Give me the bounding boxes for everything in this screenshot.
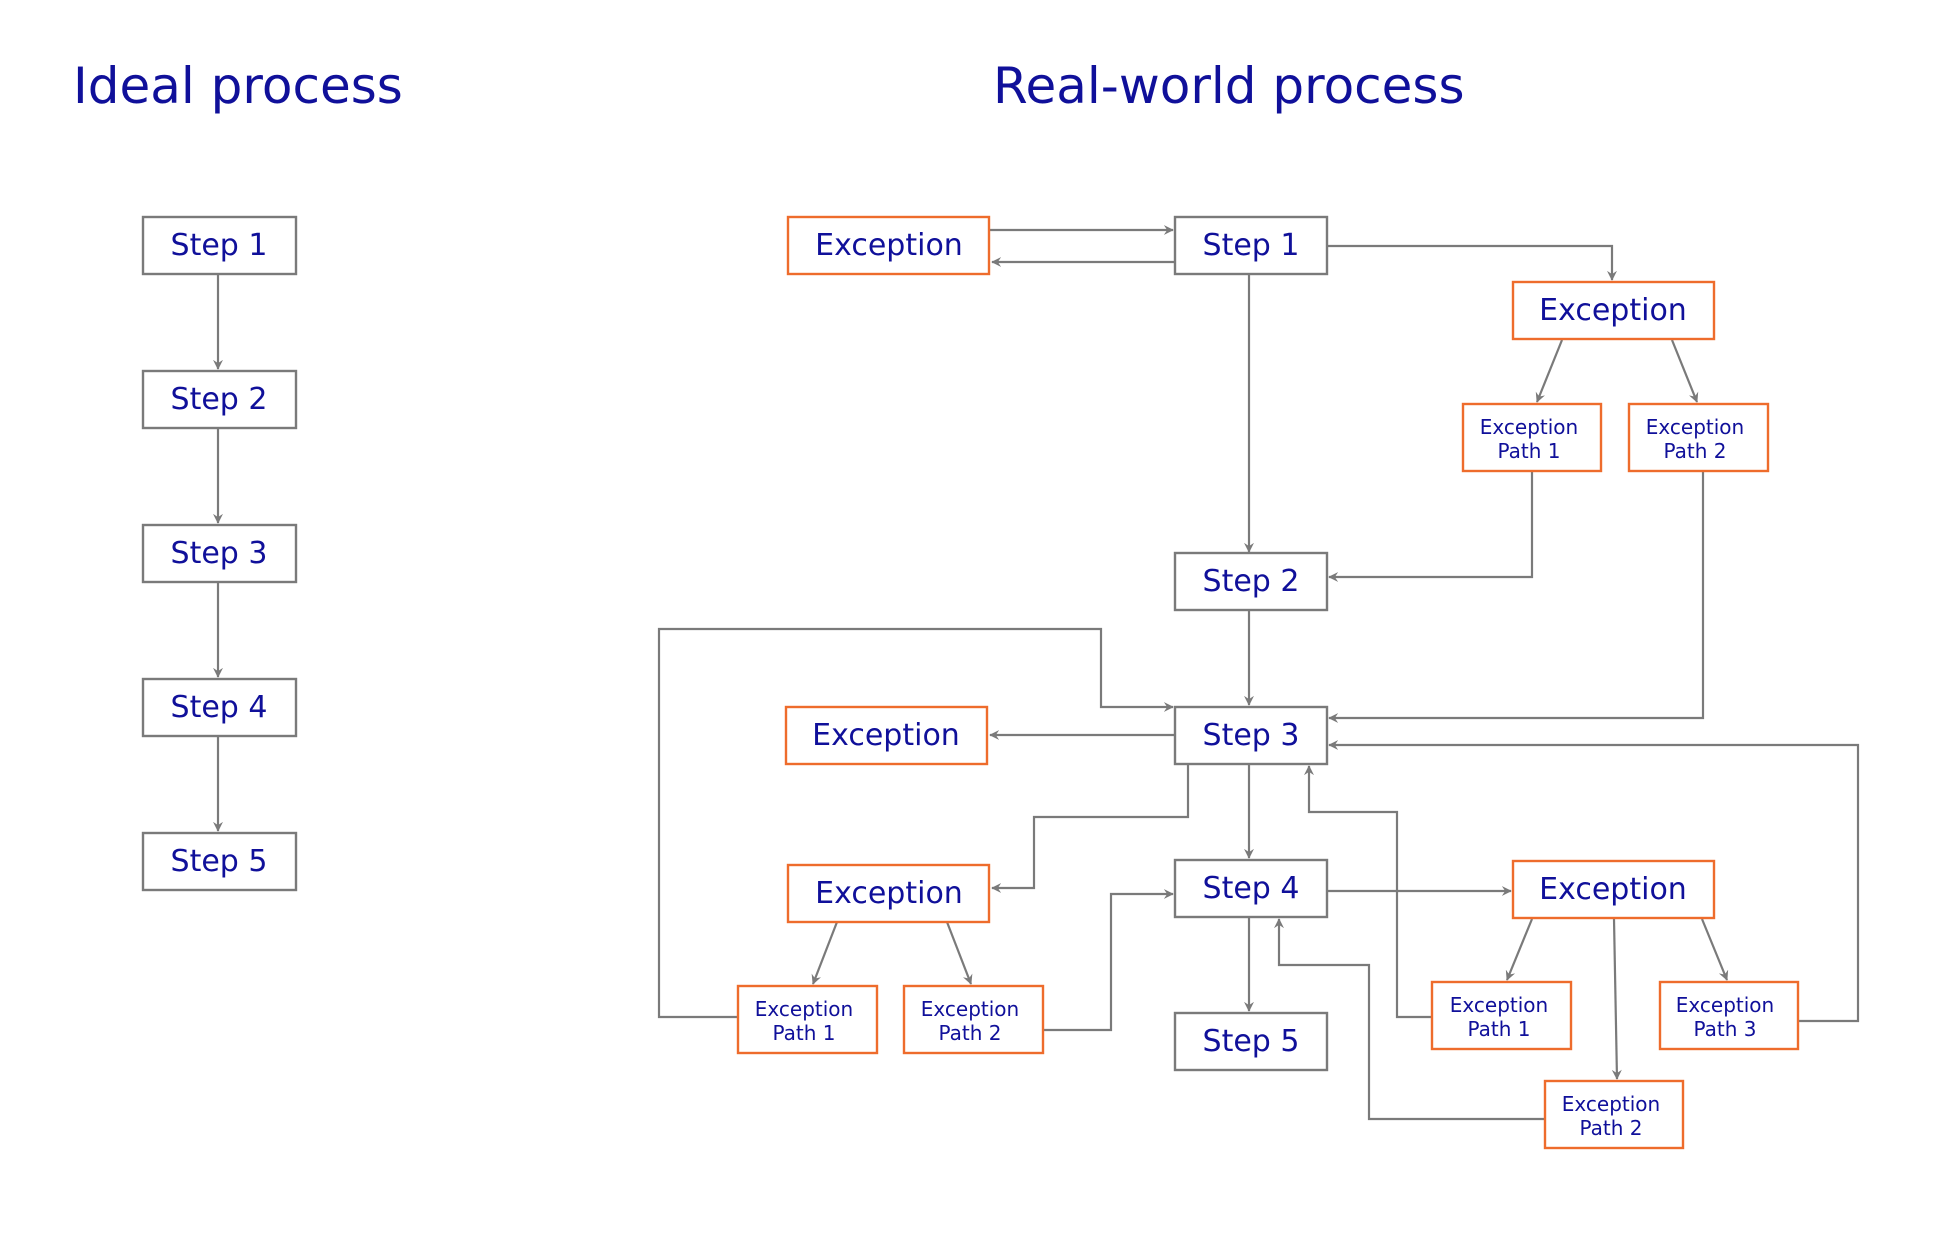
exception-after-step-4: Exception <box>1511 859 1716 920</box>
exception-path-1-lower-left: Exception Path 1 <box>736 984 879 1055</box>
exception-path-1-lower-right-line2: Path 1 <box>1467 1017 1530 1041</box>
real-step-3-label: Step 3 <box>1203 718 1300 753</box>
edge-exc2-to-path1 <box>1535 339 1564 403</box>
edge-exc4-to-path1 <box>811 921 839 985</box>
edge-exc5path3-to-step3 <box>1328 740 1860 1023</box>
edge-exc5path2-to-step4 <box>1274 918 1544 1121</box>
ideal-step-2-label: Step 2 <box>171 382 268 417</box>
exception-path-1-top: Exception Path 1 <box>1461 402 1603 473</box>
exception-path-2-top-line1: Exception <box>1646 415 1744 439</box>
exception-after-step-1-label: Exception <box>1539 293 1687 328</box>
exception-path-1-lower-right-line1: Exception <box>1450 993 1548 1017</box>
exception-path-2-lower-left: Exception Path 2 <box>902 984 1045 1055</box>
exception-after-step-4-label: Exception <box>1539 872 1687 907</box>
exception-path-3-lower-right: Exception Path 3 <box>1658 980 1800 1051</box>
exception-path-2-lower-left-line2: Path 2 <box>938 1021 1001 1045</box>
exception-near-step-1: Exception <box>786 215 991 276</box>
edge-exc5-to-path1 <box>1505 918 1534 981</box>
ideal-step-1-label: Step 1 <box>171 228 268 263</box>
exception-path-1-top-line1: Exception <box>1480 415 1578 439</box>
exception-path-2-lower-left-line1: Exception <box>921 997 1019 1021</box>
real-step-1-label: Step 1 <box>1203 228 1300 263</box>
real-step-2-label: Step 2 <box>1203 564 1300 599</box>
edge-exc2path1-to-step2 <box>1328 471 1534 582</box>
edge-exc4path2-to-step4 <box>1043 889 1174 1032</box>
exception-path-3-lower-right-line2: Path 3 <box>1693 1017 1756 1041</box>
exception-lower-left-label: Exception <box>815 876 963 911</box>
exception-near-step-3: Exception <box>784 705 989 766</box>
ideal-step-5-label: Step 5 <box>171 844 268 879</box>
edge-exc5-to-path3 <box>1700 918 1729 981</box>
edge-exc2path2-to-step3 <box>1328 471 1705 723</box>
edge-exc4path1-to-step3 <box>657 627 1174 1019</box>
exception-path-3-lower-right-line1: Exception <box>1676 993 1774 1017</box>
edge-exc5path1-to-step3 <box>1304 765 1431 1019</box>
exception-path-1-lower-right: Exception Path 1 <box>1430 980 1573 1051</box>
exception-near-step-3-label: Exception <box>812 718 960 753</box>
ideal-step-4: Step 4 <box>141 677 298 738</box>
exception-path-1-lower-left-line1: Exception <box>755 997 853 1021</box>
exception-near-step-1-label: Exception <box>815 228 963 263</box>
exception-path-2-top-line2: Path 2 <box>1663 439 1726 463</box>
edge-step3-to-exc4 <box>991 764 1190 893</box>
real-step-3: Step 3 <box>1173 705 1329 766</box>
real-step-2: Step 2 <box>1173 551 1329 612</box>
edge-exc5-to-path2 <box>1611 918 1622 1080</box>
real-world-process-title: Real-world process <box>993 57 1465 115</box>
exception-lower-left: Exception <box>786 863 991 924</box>
exception-path-2-top: Exception Path 2 <box>1627 402 1770 473</box>
real-step-4: Step 4 <box>1173 858 1329 919</box>
edge-exc2-to-path2 <box>1670 339 1699 403</box>
exception-path-1-lower-left-line2: Path 1 <box>772 1021 835 1045</box>
edge-exc4-to-path2 <box>945 921 973 985</box>
real-step-5-label: Step 5 <box>1203 1024 1300 1059</box>
exception-path-2-lower-right: Exception Path 2 <box>1543 1079 1685 1150</box>
real-step-4-label: Step 4 <box>1203 871 1300 906</box>
edge-step1-to-exc2 <box>1327 244 1617 281</box>
ideal-step-3-label: Step 3 <box>171 536 268 571</box>
ideal-step-2: Step 2 <box>141 369 298 430</box>
ideal-step-3: Step 3 <box>141 523 298 584</box>
ideal-step-1: Step 1 <box>141 215 298 276</box>
real-step-1: Step 1 <box>1173 215 1329 276</box>
real-step-5: Step 5 <box>1173 1011 1329 1072</box>
ideal-process-title: Ideal process <box>73 57 403 115</box>
exception-after-step-1: Exception <box>1511 280 1716 341</box>
ideal-step-4-label: Step 4 <box>171 690 268 725</box>
real-edges <box>657 225 1860 1121</box>
exception-path-2-lower-right-line1: Exception <box>1562 1092 1660 1116</box>
exception-path-1-top-line2: Path 1 <box>1497 439 1560 463</box>
exception-path-2-lower-right-line2: Path 2 <box>1579 1116 1642 1140</box>
ideal-step-5: Step 5 <box>141 831 298 892</box>
